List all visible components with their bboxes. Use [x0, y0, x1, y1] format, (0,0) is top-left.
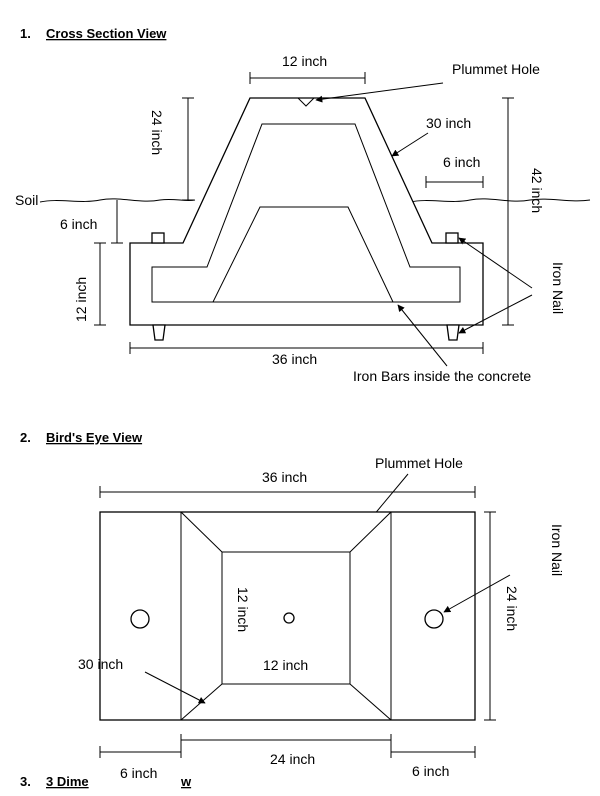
label-24-inch-mid: 24 inch: [270, 751, 315, 767]
arrow-nail-top: [458, 237, 533, 289]
concrete-outer: [129, 97, 484, 326]
bird-diag-tl: [180, 511, 223, 553]
section-2-number: 2.: [20, 430, 31, 445]
label-12-inch-horizontal: 12 inch: [263, 657, 308, 673]
label-30-inch-bird: 30 inch: [78, 656, 123, 672]
bird-diag-br: [349, 683, 392, 721]
iron-bar-inner-loop: [152, 206, 394, 303]
arrow-nail-bird: [443, 574, 511, 613]
bird-nail-left: [130, 609, 150, 629]
label-36-inch-cross: 36 inch: [272, 351, 317, 367]
soil-line-right: [409, 198, 591, 203]
label-6-inch-left: 6 inch: [120, 765, 157, 781]
label-24-inch: 24 inch: [149, 110, 165, 155]
label-36-inch-bird: 36 inch: [262, 469, 307, 485]
bird-plummet-hole: [283, 612, 295, 624]
soil-line: [39, 198, 196, 203]
bird-inner-square: [221, 551, 351, 685]
iron-bar-outer-loop: [151, 123, 461, 303]
arrow-plummet-cross: [315, 82, 444, 103]
label-iron-nail-cross: Iron Nail: [550, 262, 566, 314]
bird-diag-tr: [349, 511, 392, 553]
label-top-12: 12 inch: [282, 53, 327, 69]
label-42-inch: 42 inch: [529, 168, 545, 213]
cross-nail-top-left: [151, 232, 165, 244]
plummet-notch: [297, 97, 315, 107]
label-6-inch-soil: 6 inch: [60, 216, 97, 232]
label-6-inch-ledge: 6 inch: [443, 154, 480, 170]
section-3-title-left: 3 Dime: [46, 774, 89, 789]
label-30-inch-cross: 30 inch: [426, 115, 471, 131]
soil-label: Soil: [15, 192, 38, 208]
cross-leg-right: [446, 324, 460, 341]
label-plummet-hole-cross: Plummet Hole: [452, 61, 540, 77]
label-12-inch-base: 12 inch: [73, 277, 89, 322]
arrow-30-cross: [391, 132, 429, 157]
arrow-iron-bars: [397, 304, 448, 367]
label-iron-bars: Iron Bars inside the concrete: [353, 368, 531, 384]
arrow-30-bird: [144, 671, 206, 704]
label-plummet-hole-bird: Plummet Hole: [375, 455, 463, 471]
cross-nail-top-right: [445, 232, 459, 244]
section-1-title: Cross Section View: [46, 26, 167, 41]
section-3-number: 3.: [20, 774, 31, 789]
label-12-inch-vertical: 12 inch: [235, 587, 251, 632]
cross-leg-left: [152, 324, 166, 341]
label-6-inch-right: 6 inch: [412, 763, 449, 779]
label-iron-nail-bird: Iron Nail: [549, 524, 565, 576]
bird-middle-rect: [180, 511, 392, 721]
bird-nail-right: [424, 609, 444, 629]
label-24-inch-bird-vertical: 24 inch: [504, 586, 520, 631]
section-1-number: 1.: [20, 26, 31, 41]
arrow-nail-bottom: [458, 294, 533, 334]
section-2-title: Bird's Eye View: [46, 430, 143, 445]
section-3-title-right: w: [180, 774, 192, 789]
